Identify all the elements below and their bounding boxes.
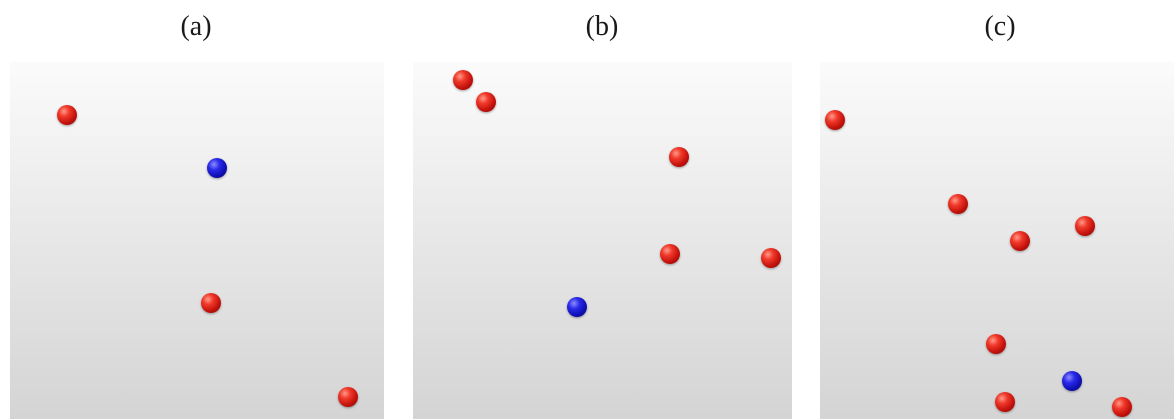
red-sphere	[660, 244, 680, 264]
red-sphere	[1075, 216, 1095, 236]
red-sphere	[201, 293, 221, 313]
red-sphere	[948, 194, 968, 214]
panel-b	[413, 62, 792, 419]
red-sphere	[57, 105, 77, 125]
red-sphere	[995, 392, 1015, 412]
panel-a	[10, 62, 384, 419]
blue-sphere	[1062, 371, 1082, 391]
panel-b-label: (b)	[585, 11, 619, 42]
panel-c	[820, 62, 1174, 419]
red-sphere	[761, 248, 781, 268]
red-sphere	[669, 147, 689, 167]
red-sphere	[453, 70, 473, 90]
panel-a-label: (a)	[180, 11, 212, 42]
blue-sphere	[567, 297, 587, 317]
red-sphere	[1010, 231, 1030, 251]
red-sphere	[338, 387, 358, 407]
red-sphere	[825, 110, 845, 130]
red-sphere	[476, 92, 496, 112]
red-sphere	[986, 334, 1006, 354]
blue-sphere	[207, 158, 227, 178]
panel-c-label: (c)	[984, 11, 1016, 42]
red-sphere	[1112, 397, 1132, 417]
